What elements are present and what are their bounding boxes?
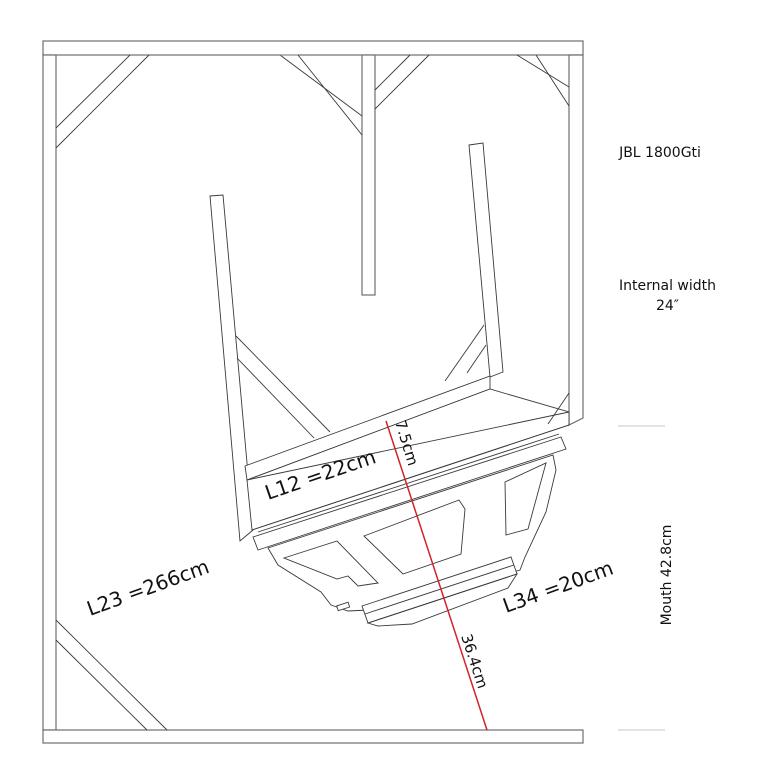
model-title: JBL 1800Gti <box>619 145 701 161</box>
internal-width-value: 24″ <box>655 298 680 314</box>
right-panel <box>568 54 584 426</box>
basket-window-right <box>504 462 547 536</box>
center-divider <box>361 54 376 296</box>
outer-frame <box>42 40 584 744</box>
corner-braces <box>55 54 570 731</box>
driver-to-mouth-label: 36.4cm <box>457 632 492 691</box>
mouth-size-label: Mouth 42.8cm <box>659 524 675 626</box>
top-panel <box>42 40 584 56</box>
left-panel <box>42 54 57 731</box>
baffle-lines <box>246 411 570 531</box>
driver-terminal <box>336 601 351 612</box>
driver-axis-measure-line <box>385 420 488 731</box>
inner-right-wall <box>468 142 504 378</box>
basket-window-left <box>282 540 379 587</box>
magnet-back <box>366 573 519 627</box>
l23-label: L23 =266cm <box>84 554 213 620</box>
internal-width-text: Internal width <box>619 278 716 294</box>
bottom-panel <box>42 729 584 744</box>
basket-window-center <box>363 499 466 575</box>
baffle-board <box>246 388 570 531</box>
internal-width-label: Internal width 24″ <box>600 276 735 316</box>
